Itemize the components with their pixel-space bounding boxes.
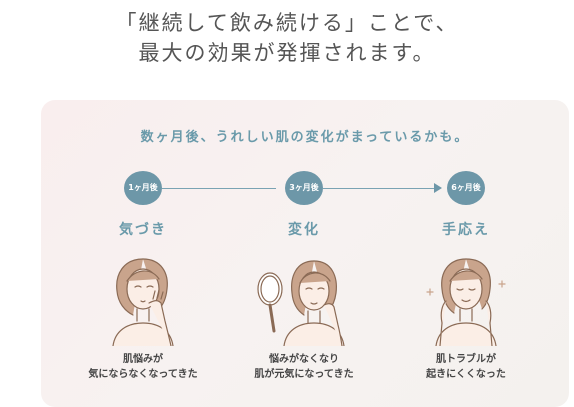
caption-line-2: 起きにくくなった <box>426 369 506 380</box>
caption-line-1: 肌悩みが <box>123 354 163 365</box>
timeline-arrow-icon <box>434 183 442 193</box>
step-badge: 1ヶ月後 <box>124 171 162 205</box>
step-badge: 6ヶ月後 <box>447 171 485 205</box>
headline-line-2: 最大の効果が発揮されます。 <box>138 41 436 65</box>
step-caption: 肌悩みが 気にならなくなってきた <box>78 352 208 382</box>
timeline-panel <box>41 100 569 407</box>
step-2: 3ヶ月後 変化 悩みがなくなり 肌が元気になってきた <box>239 171 369 382</box>
headline-line-1: 「継続して飲み続ける」ことで、 <box>115 11 459 35</box>
timeline-connector-2 <box>323 188 437 189</box>
caption-line-2: 気にならなくなってきた <box>88 369 198 380</box>
panel-subhead: 数ヶ月後、うれしい肌の変化がまっているかも。 <box>140 130 470 145</box>
step-title: 変化 <box>288 222 320 238</box>
woman-touching-cheek-icon <box>112 258 174 346</box>
timeline-connector-1 <box>162 188 276 189</box>
step-badge: 3ヶ月後 <box>285 171 323 205</box>
step-1: 1ヶ月後 気づき 肌悩みが 気にならなくなってきた <box>78 171 208 382</box>
step-caption: 肌トラブルが 起きにくくなった <box>401 352 531 382</box>
headline: 「継続して飲み続ける」ことで、 最大の効果が発揮されます。 <box>0 8 574 68</box>
woman-smiling-icon <box>426 258 506 346</box>
caption-line-2: 肌が元気になってきた <box>254 369 354 380</box>
step-3: 6ヶ月後 手応え 肌トラブルが 起きにくくなった <box>401 171 531 382</box>
woman-with-mirror-icon <box>257 260 345 346</box>
step-title: 気づき <box>119 222 167 238</box>
step-title: 手応え <box>442 222 490 238</box>
caption-line-1: 肌トラブルが <box>436 354 496 365</box>
caption-line-1: 悩みがなくなり <box>269 354 339 365</box>
step-caption: 悩みがなくなり 肌が元気になってきた <box>239 352 369 382</box>
